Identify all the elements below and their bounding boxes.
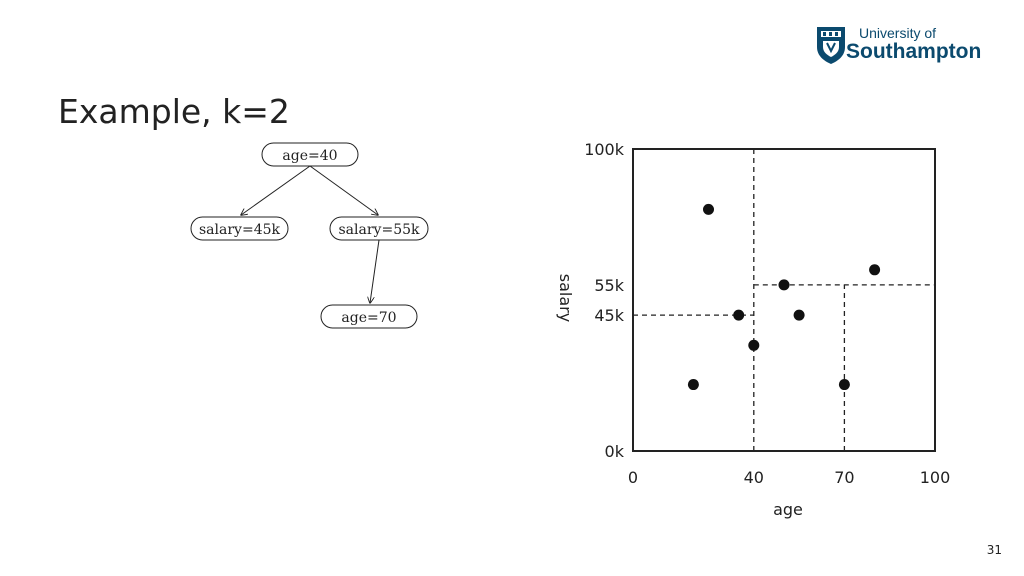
- svg-text:age=70: age=70: [341, 310, 396, 326]
- y-tick-label: 55k: [594, 276, 624, 295]
- tick-labels: 0 40 70 100 0k 45k 55k 100k: [584, 140, 950, 487]
- x-tick-label: 70: [834, 468, 854, 487]
- data-points: [687, 203, 881, 391]
- plot-frame: [632, 148, 936, 452]
- svg-text:salary=45k: salary=45k: [199, 222, 281, 238]
- logo-line-1: University of: [859, 25, 937, 41]
- split-lines: [633, 149, 935, 451]
- data-point: [778, 279, 790, 291]
- svg-text:salary=55k: salary=55k: [339, 222, 421, 238]
- page-number: 31: [986, 543, 1002, 557]
- y-tick-label: 45k: [594, 306, 624, 325]
- y-tick-label: 100k: [584, 140, 625, 159]
- tree-node-age-70: age=70: [320, 304, 418, 329]
- data-point: [838, 379, 850, 391]
- x-axis-label: age: [773, 500, 803, 519]
- tree-edge: [241, 165, 311, 215]
- y-tick-label: 0k: [605, 442, 625, 461]
- data-point: [748, 339, 760, 351]
- tree-node-age-40: age=40: [261, 142, 359, 167]
- x-tick-label: 0: [628, 468, 638, 487]
- logo-line-2: Southampton: [846, 40, 982, 63]
- slide-title: Example, k=2: [58, 92, 290, 131]
- tree-edge: [370, 239, 380, 303]
- tree-edge: [309, 165, 378, 215]
- data-point: [733, 309, 745, 321]
- university-logo: University of Southampton: [815, 25, 995, 67]
- data-point: [869, 264, 881, 276]
- shield-icon: [817, 27, 845, 64]
- data-point: [687, 379, 699, 391]
- data-point: [793, 309, 805, 321]
- tree-node-salary-45k: salary=45k: [190, 216, 289, 241]
- y-axis-label: salary: [556, 274, 575, 322]
- x-tick-label: 40: [744, 468, 764, 487]
- tree-node-salary-55k: salary=55k: [329, 216, 429, 241]
- x-tick-label: 100: [920, 468, 951, 487]
- data-point: [703, 203, 714, 215]
- svg-text:age=40: age=40: [282, 148, 337, 164]
